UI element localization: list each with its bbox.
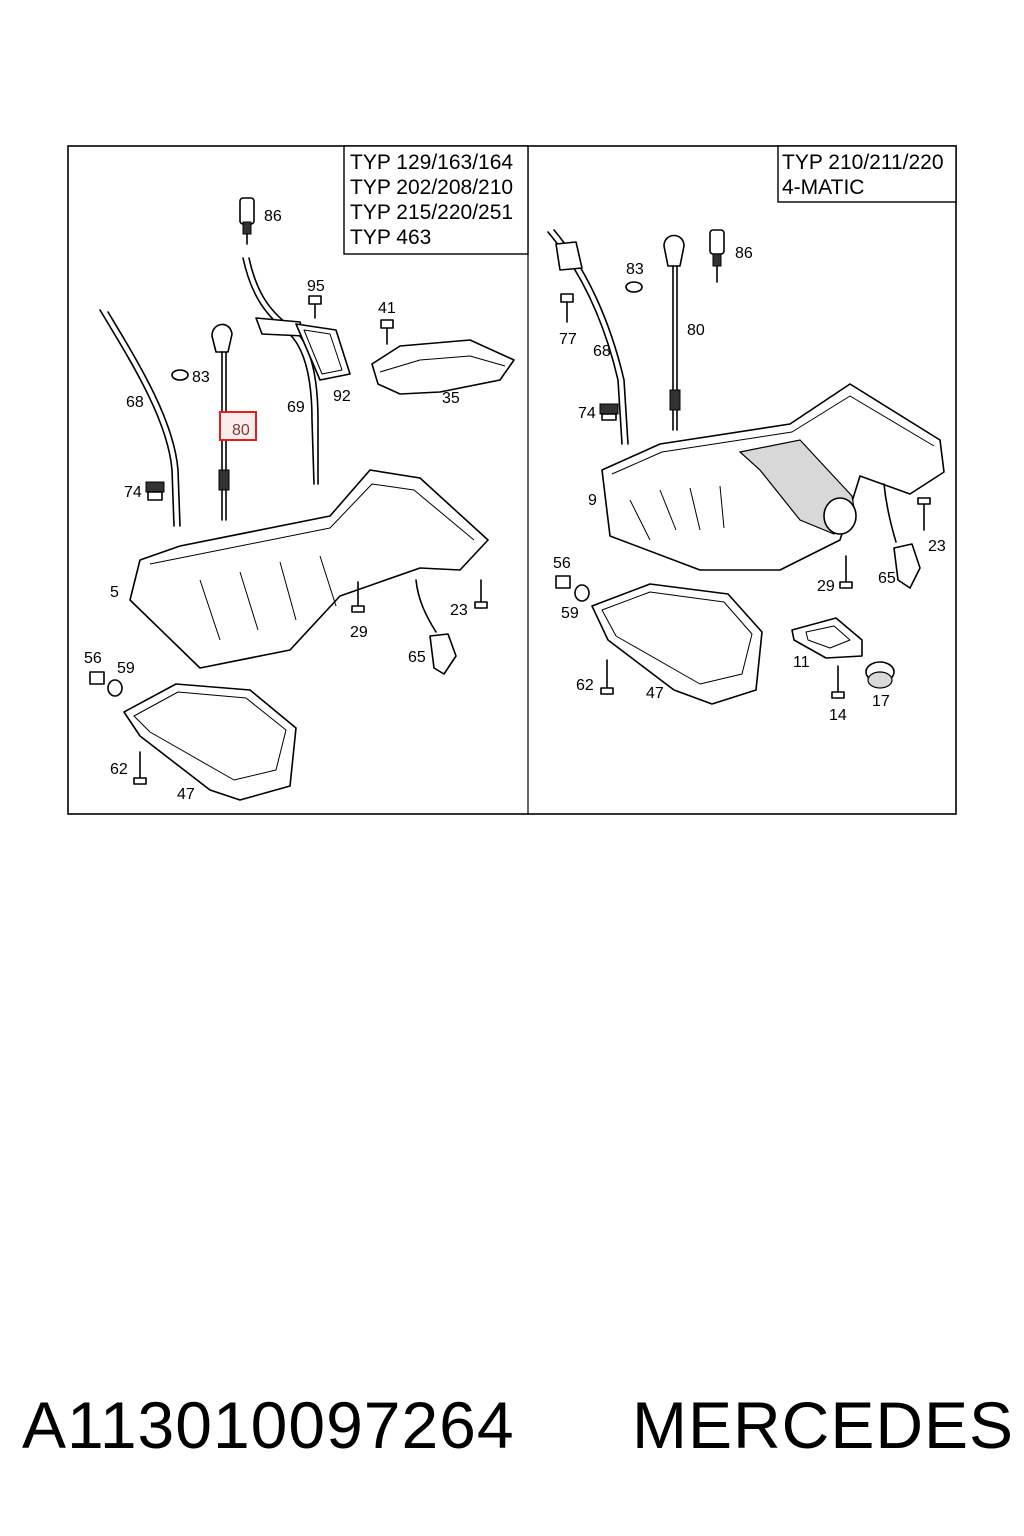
part-5-rim <box>149 483 475 565</box>
callout-right-29: 29 <box>817 578 835 595</box>
callout-left-35: 35 <box>442 390 460 407</box>
callout-right-65: 65 <box>878 570 896 587</box>
callout-left-95: 95 <box>307 278 325 295</box>
part-9-ribs <box>629 485 725 541</box>
part-47-inner-right <box>601 591 753 685</box>
left-type-1: TYP 129/163/164 <box>350 151 513 174</box>
callout-right-14: 14 <box>829 707 847 724</box>
right-type-2: 4-MATIC <box>782 176 864 199</box>
callout-left-92: 92 <box>333 388 351 405</box>
part-95-bolt <box>308 295 322 319</box>
part-11-gasket <box>791 617 863 659</box>
callout-left-74: 74 <box>124 484 142 501</box>
part-29-bolt-left <box>351 581 365 613</box>
left-type-box <box>343 145 529 255</box>
part-74-plug-right <box>599 403 619 421</box>
part-11-inner <box>805 625 851 649</box>
part-23-bolt-right <box>917 497 931 531</box>
part-68-tube-left-b <box>107 311 181 527</box>
part-56-plug-left <box>89 671 105 685</box>
callout-left-56: 56 <box>84 650 102 667</box>
part-5-upper-pan <box>129 469 489 669</box>
callout-left-41: 41 <box>378 300 396 317</box>
callout-right-62: 62 <box>576 677 594 694</box>
callout-left-83: 83 <box>192 369 210 386</box>
highlight-box-80 <box>219 411 257 441</box>
part-9-port <box>823 497 857 535</box>
callout-left-86: 86 <box>264 208 282 225</box>
callout-left-5: 5 <box>110 584 119 601</box>
right-type-box <box>777 145 957 203</box>
part-5-ribs <box>199 555 337 641</box>
part-80-dipstick-right <box>663 234 685 431</box>
part-47-lower-pan-left <box>123 683 297 801</box>
callout-right-86: 86 <box>735 245 753 262</box>
right-type-1: TYP 210/211/220 <box>782 151 944 174</box>
callout-left-68: 68 <box>126 394 144 411</box>
callout-right-59: 59 <box>561 605 579 622</box>
part-62-bolt-right <box>600 659 614 695</box>
part-29-bolt-right <box>839 555 853 589</box>
callout-right-9: 9 <box>588 492 597 509</box>
left-type-3: TYP 215/220/251 <box>350 201 513 224</box>
callout-left-62: 62 <box>110 761 128 778</box>
callout-right-80: 80 <box>687 322 705 339</box>
callout-left-59: 59 <box>117 660 135 677</box>
part-number: A113010097264 <box>22 1388 515 1462</box>
callout-right-77: 77 <box>559 331 577 348</box>
callout-right-68: 68 <box>593 343 611 360</box>
brand-name: MERCEDES <box>632 1388 1015 1462</box>
left-type-2: TYP 202/208/210 <box>350 176 513 199</box>
part-14-bolt <box>831 665 845 699</box>
callout-right-23: 23 <box>928 538 946 555</box>
part-83-seal-right <box>625 281 643 293</box>
part-23-bolt-left <box>474 579 488 609</box>
part-9-rim <box>611 395 935 475</box>
callout-right-56: 56 <box>553 555 571 572</box>
callout-right-11: 11 <box>793 654 810 671</box>
part-68-bracket-right <box>555 241 583 271</box>
callout-left-69: 69 <box>287 399 305 416</box>
part-92-inner <box>303 329 343 375</box>
callout-right-83: 83 <box>626 261 644 278</box>
part-65-arrow-left <box>415 579 437 633</box>
part-65-cover-right <box>893 543 921 589</box>
callout-left-80: 80 <box>232 422 250 439</box>
callout-right-17: 17 <box>872 693 890 710</box>
part-65-cover-left <box>429 633 457 675</box>
part-62-bolt-left <box>133 751 147 785</box>
part-59-washer-right <box>574 584 590 602</box>
part-68-tube-left <box>99 309 175 527</box>
part-47-inner-left <box>133 691 287 781</box>
caption-bar: A113010097264 MERCEDES <box>0 1370 1024 1480</box>
part-83-seal-left <box>171 369 189 381</box>
callout-left-65: 65 <box>408 649 426 666</box>
part-59-washer-left <box>107 679 123 697</box>
part-41-bolt <box>380 319 394 345</box>
part-65-arrow-right <box>883 483 897 543</box>
part-86-right <box>709 229 725 283</box>
part-17-plug <box>865 661 895 689</box>
part-69-tube-left <box>242 257 319 485</box>
callout-right-74: 74 <box>578 405 596 422</box>
part-92-gasket <box>295 323 351 381</box>
part-35-baffle <box>371 339 515 395</box>
part-35-detail <box>379 355 506 373</box>
callout-left-23: 23 <box>450 602 468 619</box>
part-47-lower-pan-right <box>591 583 763 705</box>
callout-left-47: 47 <box>177 786 195 803</box>
left-type-4: TYP 463 <box>350 226 431 249</box>
part-56-plug-right <box>555 575 571 589</box>
part-74-plug-left <box>145 481 165 501</box>
callout-left-29: 29 <box>350 624 368 641</box>
callout-right-47: 47 <box>646 685 664 702</box>
part-77-bolt <box>560 293 574 323</box>
part-86-left <box>239 197 255 245</box>
parts-diagram: TYP 129/163/164 TYP 202/208/210 TYP 215/… <box>67 145 957 815</box>
